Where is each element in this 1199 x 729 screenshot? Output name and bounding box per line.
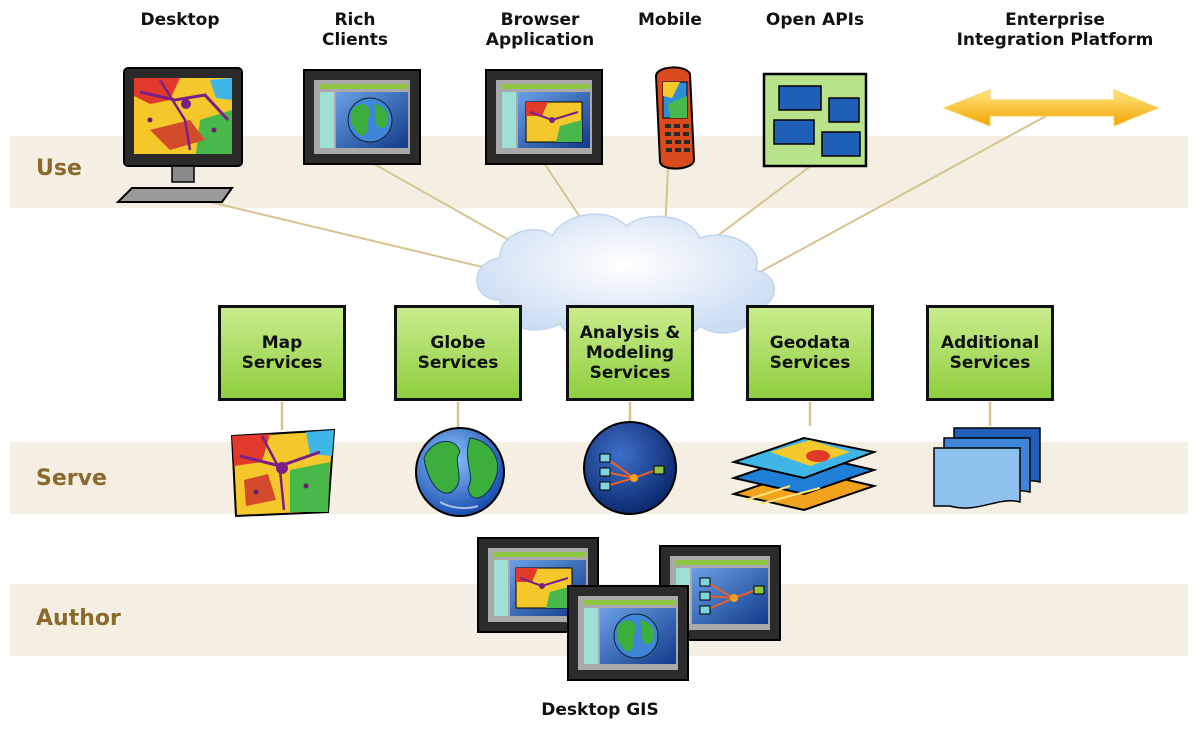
additional-services-label: Additional Services xyxy=(940,333,1040,373)
label-mobile: Mobile xyxy=(638,10,702,30)
geodata-services-box: Geodata Services xyxy=(746,305,874,401)
label-rich-clients: Rich Clients xyxy=(321,10,388,50)
mobile-phone-icon xyxy=(654,66,696,170)
globe-icon xyxy=(415,427,505,517)
globe-services-label: Globe Services xyxy=(417,333,499,373)
desktop-monitor-icon xyxy=(115,67,243,203)
label-desktop-gis: Desktop GIS xyxy=(541,700,659,720)
analysis-modeling-services-label: Analysis & Modeling Services xyxy=(579,323,681,383)
open-apis-panel-icon xyxy=(762,72,868,168)
enterprise-double-arrow-icon xyxy=(942,89,1160,127)
label-browser-application: Browser Application xyxy=(485,10,595,50)
rich-clients-window-icon xyxy=(303,69,421,165)
map-services-box: Map Services xyxy=(218,305,346,401)
map-services-label: Map Services xyxy=(241,333,323,373)
service-connectors xyxy=(280,402,992,430)
label-desktop: Desktop xyxy=(140,10,220,30)
desktop-gis-window-globe-icon xyxy=(567,585,689,681)
geodata-services-label: Geodata Services xyxy=(769,333,851,373)
map-sheet-icon xyxy=(230,428,336,518)
browser-application-window-icon xyxy=(485,69,603,165)
analysis-modeling-services-box: Analysis & Modeling Services xyxy=(566,305,694,401)
band-label-author: Author xyxy=(36,606,121,631)
band-label-serve: Serve xyxy=(36,466,107,491)
label-enterprise-integration-platform: Enterprise Integration Platform xyxy=(956,10,1154,50)
globe-services-box: Globe Services xyxy=(394,305,522,401)
geodata-layers-icon xyxy=(730,436,878,512)
additional-services-box: Additional Services xyxy=(926,305,1054,401)
analysis-model-icon xyxy=(583,421,677,515)
band-label-use: Use xyxy=(36,156,82,181)
additional-documents-icon xyxy=(933,427,1041,509)
label-open-apis: Open APIs xyxy=(765,10,865,30)
